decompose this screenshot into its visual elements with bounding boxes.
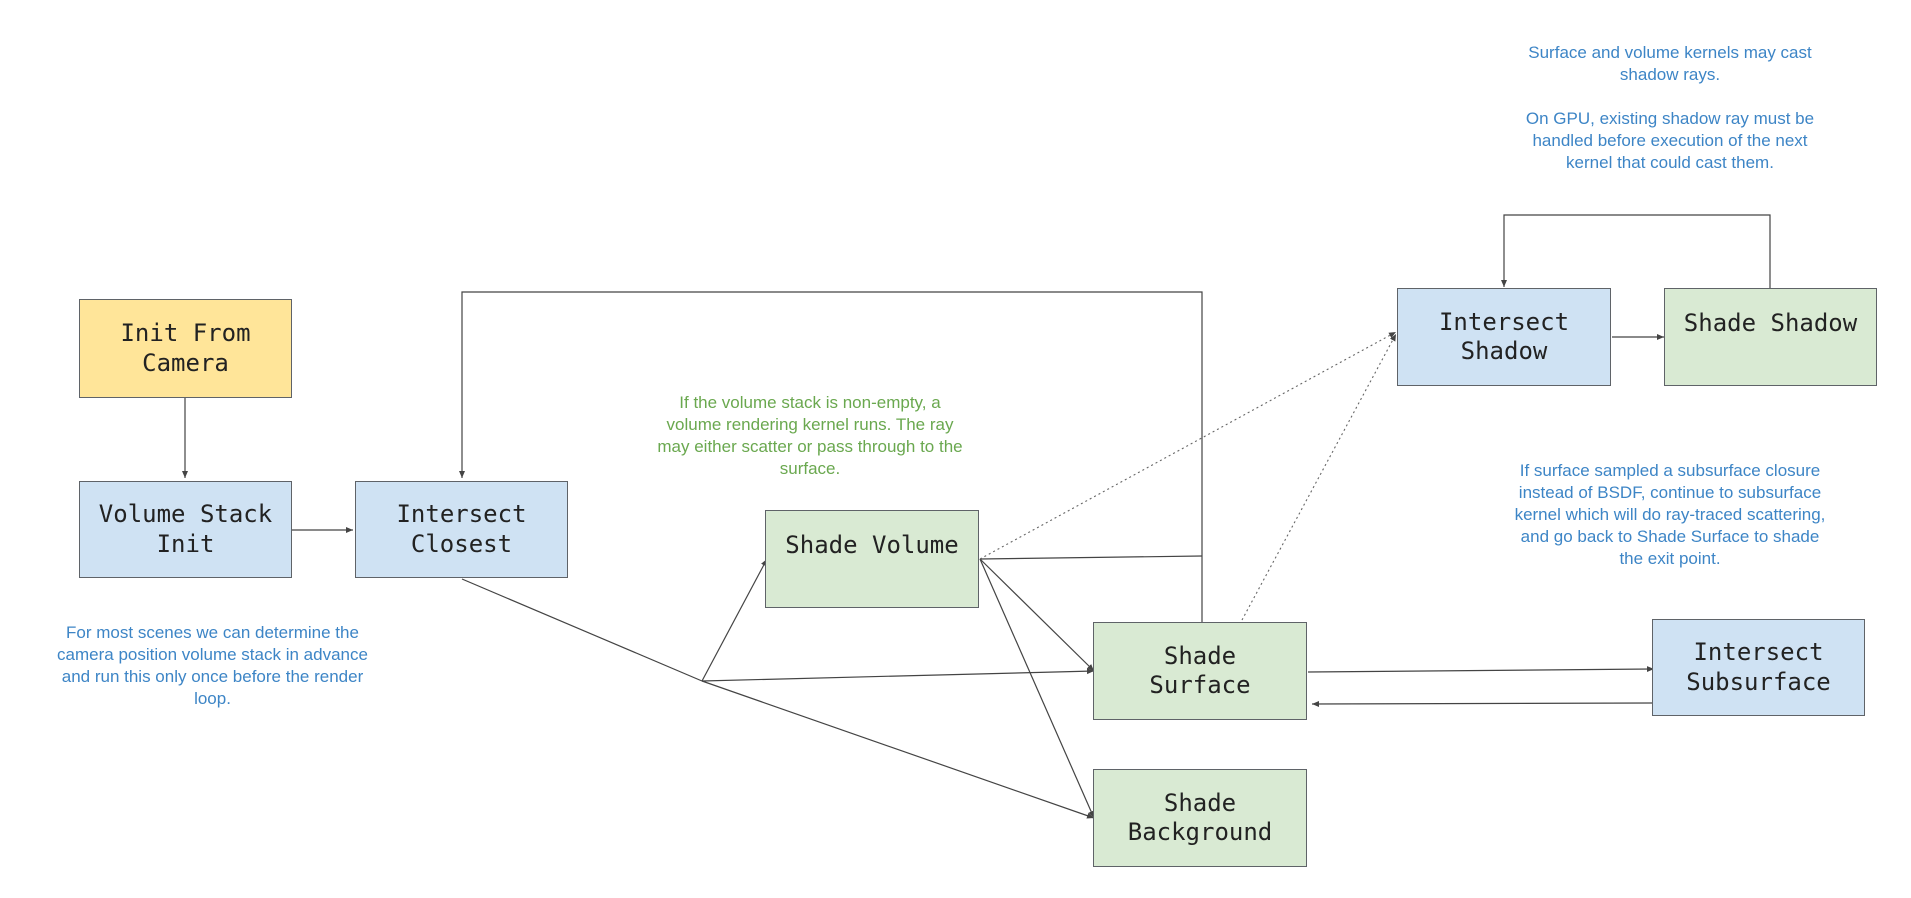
- edge-volume-to-loop: [979, 555, 1203, 560]
- edge-branch-to-shade-background: [701, 680, 1095, 819]
- edge-subsurface-to-surface: [1311, 700, 1655, 707]
- note-volume-kernel: If the volume stack is non-empty, a volu…: [657, 370, 962, 502]
- node-intersect-subsurface: Intersect Subsurface: [1652, 619, 1865, 716]
- node-shade-volume: Shade Volume: [765, 510, 979, 608]
- edge-surface-to-subsurface: [1307, 666, 1655, 673]
- edge-branch-to-shade-volume: [701, 558, 768, 682]
- edge-volume-to-surface: [979, 558, 1095, 672]
- node-shade-surface: Shade Surface: [1093, 622, 1307, 720]
- node-shade-background: Shade Background: [1093, 769, 1307, 867]
- note-camera-volume-stack: For most scenes we can determine the cam…: [57, 623, 368, 708]
- node-intersect-closest: Intersect Closest: [355, 481, 568, 578]
- edge-volume-shadow-ray: [979, 331, 1397, 560]
- note-volume-kernel-text: If the volume stack is non-empty, a volu…: [657, 393, 963, 478]
- node-shade-shadow: Shade Shadow: [1664, 288, 1877, 386]
- edge-shade-shadow-loop: [1501, 214, 1771, 288]
- edge-intersect-closest-to-branch: [461, 578, 703, 682]
- note-subsurface: If surface sampled a subsurface closure …: [1514, 461, 1826, 568]
- edge-branch-to-shade-surface: [701, 668, 1095, 682]
- edge-volume-to-background: [979, 558, 1095, 819]
- note-shadow-rays: Surface and volume kernels may cast shad…: [1525, 43, 1815, 172]
- node-init-from-camera: Init From Camera: [79, 299, 292, 398]
- node-intersect-shadow: Intersect Shadow: [1397, 288, 1611, 386]
- edge-surface-loop-to-intersect-closest: [459, 291, 1203, 622]
- node-volume-stack-init: Volume Stack Init: [79, 481, 292, 578]
- edge-surface-shadow-ray: [1241, 333, 1397, 621]
